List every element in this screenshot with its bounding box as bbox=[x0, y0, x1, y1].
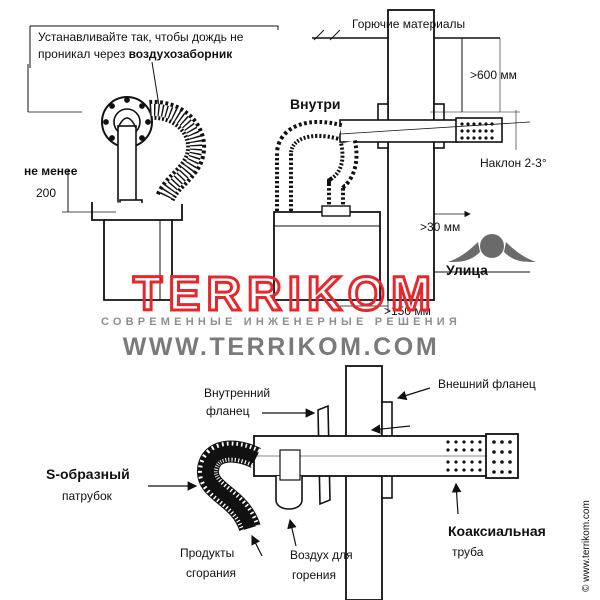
outside-label: Улица bbox=[446, 262, 488, 278]
air-intake-pipe bbox=[275, 476, 303, 510]
combustible-label: Горючие материалы bbox=[352, 17, 466, 31]
air-label-2: горения bbox=[292, 568, 336, 582]
outer-flange-label: Внешний фланец bbox=[438, 377, 536, 391]
wings-emblem bbox=[448, 234, 536, 262]
dist-150-label: >150 мм bbox=[384, 304, 431, 318]
wall-bottom bbox=[345, 365, 383, 600]
coax-label-1: Коаксиальная bbox=[448, 523, 546, 539]
callout-leader bbox=[151, 61, 161, 113]
coaxial-pipe-top bbox=[339, 119, 459, 143]
side-credit: © www.terrikom.com bbox=[581, 500, 592, 592]
coax-arrow bbox=[451, 482, 462, 515]
dist-600-label: >600 мм bbox=[470, 68, 517, 82]
s-pipe-label-1: S-образный bbox=[46, 466, 130, 482]
top-left-installation bbox=[27, 25, 279, 301]
dist-30-label: >30 мм bbox=[420, 220, 461, 234]
air-label-1: Воздух для bbox=[290, 548, 353, 562]
instruction-text-1: Устанавливайте так, чтобы дождь не bbox=[38, 30, 244, 44]
instruction-bold: воздухозаборник bbox=[128, 47, 233, 61]
coax-label-2: труба bbox=[452, 545, 484, 559]
watermark-tagline: СОВРЕМЕННЫЕ ИНЖЕНЕРНЫЕ РЕШЕНИЯ bbox=[100, 316, 462, 328]
terrikom-logo-text: TERRIKOM bbox=[133, 268, 437, 318]
min-label: не менее bbox=[24, 164, 78, 178]
vertical-pipe bbox=[117, 125, 137, 207]
instruction-text-2: проникал через воздухозаборник bbox=[38, 47, 232, 61]
slope-label: Наклон 2-3° bbox=[480, 156, 547, 170]
bottom-coaxial-detail bbox=[148, 365, 519, 600]
instruction-prefix: проникал через bbox=[38, 47, 126, 61]
inner-flange-label-2: фланец bbox=[206, 404, 250, 418]
wall bbox=[387, 9, 435, 301]
products-arrow bbox=[251, 534, 263, 557]
air-arrow bbox=[287, 518, 297, 547]
terrikom-logo: TERRIKOM bbox=[132, 268, 437, 318]
top-right-installation bbox=[273, 9, 531, 312]
products-label-2: сгорания bbox=[186, 566, 236, 580]
products-label-1: Продукты bbox=[180, 546, 235, 560]
min-value: 200 bbox=[36, 186, 57, 200]
inner-flange-label-1: Внутренний bbox=[204, 386, 271, 400]
outer-flange-arrow bbox=[396, 387, 431, 401]
inside-label: Внутри bbox=[290, 96, 341, 112]
s-pipe-label-2: патрубок bbox=[62, 489, 112, 503]
watermark-url: WWW.TERRIKOM.COM bbox=[122, 333, 440, 361]
